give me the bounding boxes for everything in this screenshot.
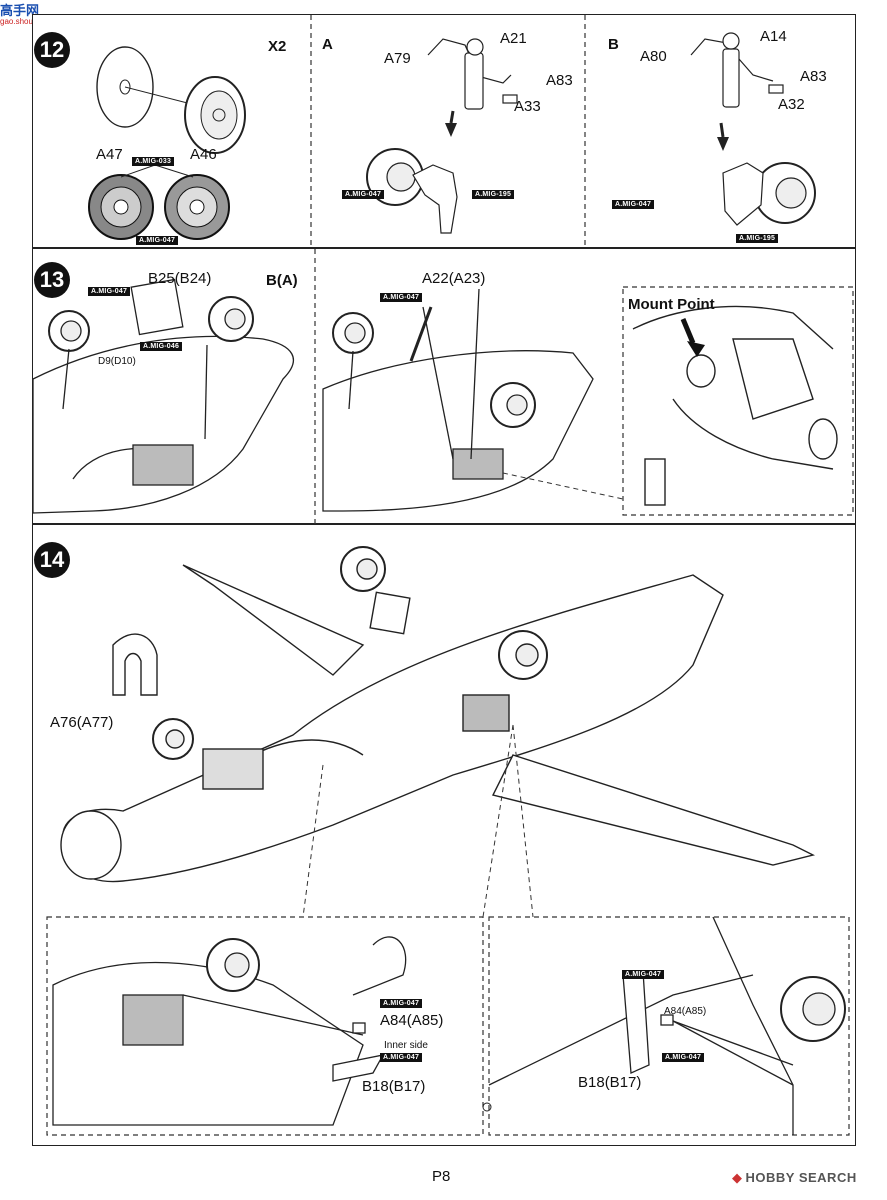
part-a79: A79 — [384, 50, 411, 67]
part-a83: A83 — [800, 68, 827, 85]
part-a32: A32 — [778, 96, 805, 113]
step12-variant-a: A — [322, 36, 333, 53]
step12-panel — [32, 14, 856, 249]
step-13-badge: 13 — [34, 262, 70, 298]
part-a14: A14 — [760, 28, 787, 45]
part-d9: D9(D10) — [98, 356, 136, 367]
part-a46: A46 — [190, 146, 217, 163]
part-a33: A33 — [514, 98, 541, 115]
page-number: P8 — [432, 1168, 451, 1185]
paint-tag: A.MIG-195 — [736, 234, 779, 243]
paint-tag: A.MIG-047 — [380, 1053, 423, 1062]
part-a83: A83 — [546, 72, 573, 89]
step13-panel — [32, 248, 856, 525]
brand-watermark: ◆HOBBY SEARCH — [732, 1170, 857, 1186]
paint-tag: A.MIG-047 — [662, 1053, 705, 1062]
part-b25: B25(B24) — [148, 270, 212, 287]
part-ba: B(A) — [266, 272, 298, 289]
part-a21: A21 — [500, 30, 527, 47]
brand-logo-icon: ◆ — [732, 1170, 743, 1185]
part-a22: A22(A23) — [422, 270, 486, 287]
paint-tag: A.MIG-195 — [472, 190, 515, 199]
part-b18-left: B18(B17) — [362, 1078, 426, 1095]
paint-tag: A.MIG-047 — [380, 999, 423, 1008]
step12-qty: X2 — [268, 38, 287, 55]
paint-tag: A.MIG-033 — [132, 157, 175, 166]
step14-drawing — [46, 546, 850, 1136]
paint-tag: A.MIG-047 — [622, 970, 665, 979]
part-a80: A80 — [640, 48, 667, 65]
paint-tag: A.MIG-047 — [612, 200, 655, 209]
paint-tag: A.MIG-046 — [140, 342, 183, 351]
watermark-logo: 高手网 — [0, 3, 40, 18]
paint-tag: A.MIG-047 — [380, 293, 423, 302]
step12-variant-b: B — [608, 36, 619, 53]
step-12-badge: 12 — [34, 32, 70, 68]
step14-panel — [32, 524, 856, 1146]
step13-drawing — [33, 249, 854, 525]
mount-point-label: Mount Point — [628, 296, 715, 313]
paint-tag: A.MIG-047 — [136, 236, 179, 245]
watermark-url: gao.shou.com — [0, 17, 51, 26]
part-a84-right: A84(A85) — [664, 1006, 707, 1017]
step12-drawing — [88, 15, 816, 249]
part-a84-left: A84(A85) — [380, 1012, 444, 1029]
paint-tag: A.MIG-047 — [342, 190, 385, 199]
paint-tag: A.MIG-047 — [88, 287, 131, 296]
part-a76: A76(A77) — [50, 714, 114, 731]
part-b18-right: B18(B17) — [578, 1074, 642, 1091]
step-14-badge: 14 — [34, 542, 70, 578]
brand-name: HOBBY SEARCH — [745, 1170, 857, 1185]
inner-side-note: Inner side — [384, 1040, 428, 1051]
part-a47: A47 — [96, 146, 123, 163]
